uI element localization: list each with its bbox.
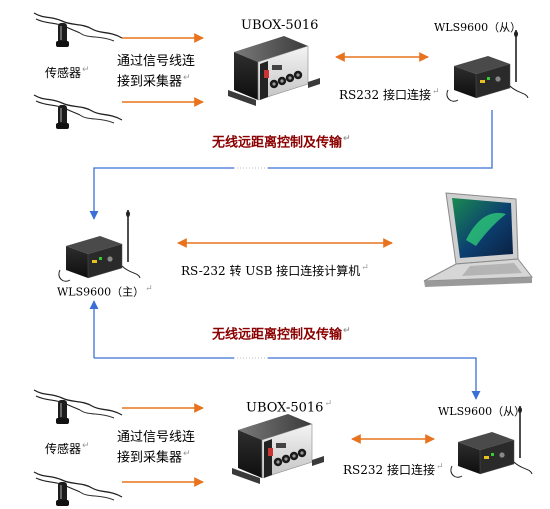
wireless-module-icon [446,29,529,103]
rs232-label: RS232 接口连接↵ [339,87,440,102]
rs232-label: RS232 接口连接↵ [343,462,444,477]
signal-wire-label: 通过信号线连 [117,54,196,69]
ubox-title: UBOX-5016 [241,18,319,33]
wireless-label: 无线远距离控制及传输↵ [212,134,351,151]
sensor-icon [33,389,123,425]
sensor-icon [33,12,123,48]
wls-slave-label: WLS9600（从） [438,405,526,418]
ubox-title: UBOX-5016↵ [246,399,332,416]
ubox-device-icon [231,413,325,485]
signal-wire-label: 接到采集器↵ [117,73,191,90]
signal-wire-label: 接到采集器↵ [117,449,191,466]
wireless-link-top [89,110,493,220]
wls-slave-label: WLS9600（从） [434,21,522,34]
laptop-icon [423,192,533,287]
ubox-device-icon [227,35,321,107]
wireless-module-icon [58,209,141,283]
sensor-label: 传感器↵ [45,65,90,80]
wireless-link-bottom [94,357,481,400]
signal-wire-label: 通过信号线连 [117,430,196,445]
sensor-icon [33,471,123,507]
sensor-icon [33,94,123,130]
wireless-label: 无线远距离控制及传输↵ [212,326,351,343]
wls-master-label: WLS9600（主）↵ [57,284,153,299]
sensor-label: 传感器↵ [45,441,90,456]
rs232-usb-label: RS-232 转 USB 接口连接计算机↵ [181,263,369,278]
